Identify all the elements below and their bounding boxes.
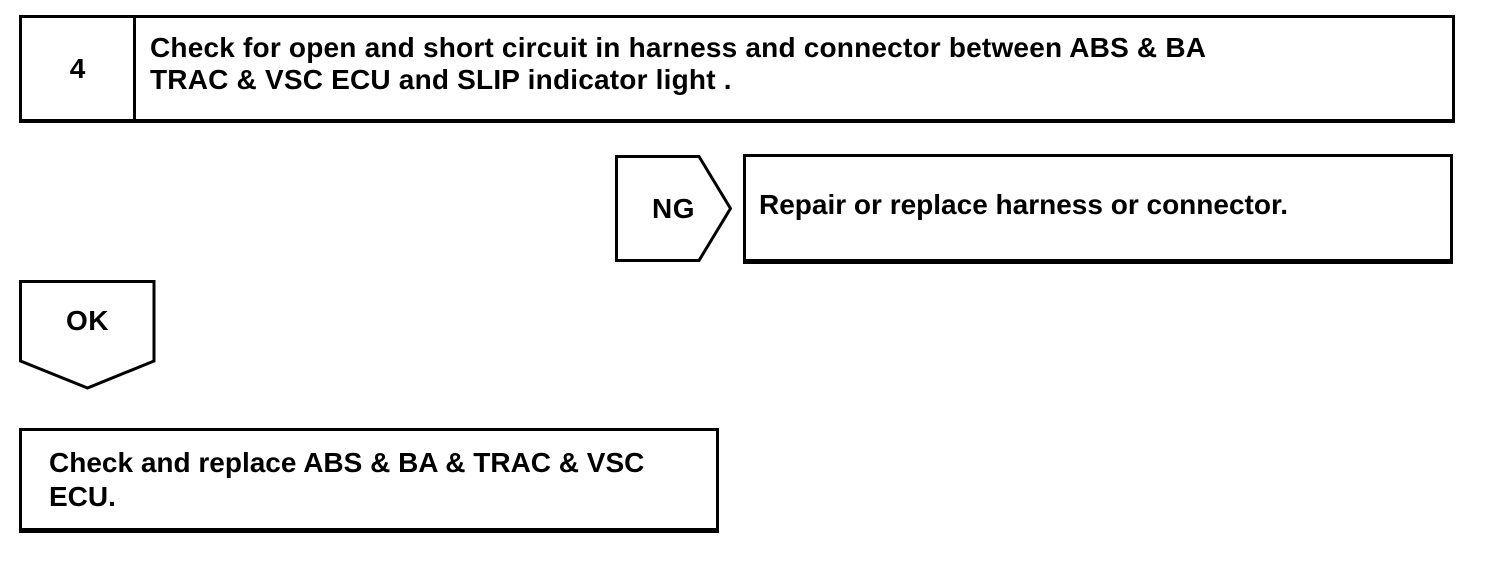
- step-instruction: Check for open and short circuit in harn…: [136, 18, 1214, 119]
- ng-connector-label: NG: [652, 192, 695, 224]
- ok-connector-label: OK: [66, 305, 109, 336]
- ok-connector: OK: [19, 280, 156, 390]
- ng-action-box: Repair or replace harness or connector.: [743, 154, 1453, 264]
- step-number-cell: 4: [22, 18, 136, 119]
- ok-action-line-2: ECU.: [49, 481, 116, 512]
- step-box: 4 Check for open and short circuit in ha…: [19, 15, 1455, 123]
- step-instruction-line-2: TRAC & VSC ECU and SLIP indicator light …: [150, 64, 732, 95]
- ok-action-box: Check and replace ABS & BA & TRAC & VSC …: [19, 428, 719, 533]
- ok-action-line-1: Check and replace ABS & BA & TRAC & VSC: [49, 447, 645, 478]
- step-instruction-line-1: Check for open and short circuit in harn…: [150, 32, 1207, 63]
- ng-action-text: Repair or replace harness or connector.: [759, 189, 1289, 220]
- ng-pentagon-icon: [615, 155, 732, 262]
- ng-connector: NG: [615, 155, 732, 262]
- step-number: 4: [69, 52, 86, 84]
- ok-pentagon-icon: [19, 280, 156, 390]
